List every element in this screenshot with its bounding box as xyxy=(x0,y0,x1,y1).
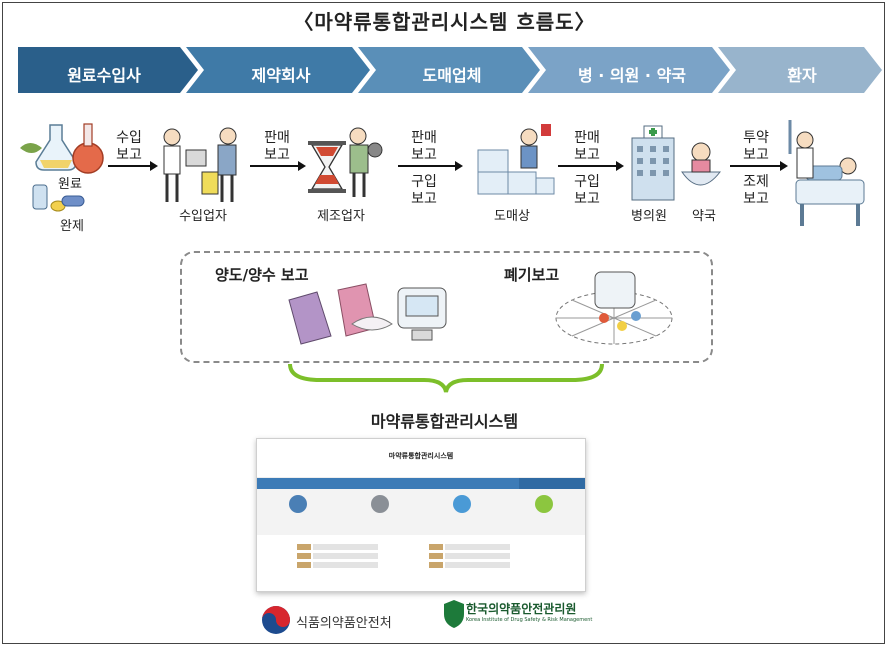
pharmacy-label: 약국 xyxy=(692,209,716,224)
website-icon-1 xyxy=(289,495,307,513)
website-list-left xyxy=(297,541,413,571)
diagram-title: 〈마약류통합관리시스템 흐름도〉 xyxy=(293,10,596,34)
disposal-report-label: 폐기보고 xyxy=(504,266,560,284)
website-icon-row xyxy=(257,489,585,535)
stage-label-3: 도매업체 xyxy=(422,66,482,85)
kids-emblem xyxy=(444,600,464,628)
kids-logo-subtitle: Korea Institute of Drug Safety & Risk Ma… xyxy=(466,617,593,623)
stage-chevron-2 xyxy=(186,47,370,93)
report-group-box xyxy=(180,251,713,363)
stage-label-5: 환자 xyxy=(787,66,817,85)
manufacturer-illustration xyxy=(308,127,383,197)
grouping-brace xyxy=(288,363,604,393)
website-nav xyxy=(257,478,585,489)
flow-arrow-4 xyxy=(558,161,624,171)
stage-label-1: 원료수입사 xyxy=(67,66,141,85)
stage-chevron-1 xyxy=(18,47,198,93)
importer-illustration xyxy=(163,127,237,202)
hospital-label: 병의원 xyxy=(631,209,667,224)
website-lists xyxy=(257,535,585,571)
system-name: 마약류통합관리시스템 xyxy=(370,412,519,431)
website-list-right xyxy=(429,541,545,571)
stage-chevron-5 xyxy=(718,47,882,93)
flow-arrow-3 xyxy=(398,161,463,171)
flow-arrow-2 xyxy=(250,161,306,171)
disposal-illustration xyxy=(555,271,673,345)
manufacturer-label: 제조업자 xyxy=(317,209,365,224)
patient-illustration xyxy=(788,120,865,226)
stage-chevron-4 xyxy=(528,47,730,93)
kids-logo-text: 한국의약품안전관리원 xyxy=(466,602,577,616)
flow-arrow-5 xyxy=(730,161,788,171)
stage-label-2: 제약회사 xyxy=(251,66,311,85)
hospital-pharmacy-illustration xyxy=(631,125,722,201)
wholesaler-illustration xyxy=(477,124,555,195)
finished-product-label: 완제 xyxy=(60,219,84,234)
mfds-logo-text: 식품의약품안전처 xyxy=(296,616,392,631)
system-website-screenshot: 마약류통합관리시스템 xyxy=(256,438,586,592)
raw-material-illustration xyxy=(20,123,104,212)
importer-label: 수입업자 xyxy=(179,209,227,224)
website-icon-3 xyxy=(453,495,471,513)
website-title: 마약류통합관리시스템 xyxy=(388,452,454,460)
website-icon-2 xyxy=(371,495,389,513)
flow-arrow-1 xyxy=(108,161,158,171)
wholesaler-label: 도매상 xyxy=(494,209,530,224)
stage-label-4: 병 · 의원 · 약국 xyxy=(577,66,687,85)
raw-material-label: 원료 xyxy=(58,177,82,192)
transfer-illustration xyxy=(288,283,447,345)
transfer-report-label: 양도/양수 보고 xyxy=(215,266,309,284)
website-header: 마약류통합관리시스템 xyxy=(257,439,585,478)
stage-chevron-3 xyxy=(358,47,540,93)
mfds-emblem xyxy=(262,606,290,634)
website-icon-4 xyxy=(535,495,553,513)
